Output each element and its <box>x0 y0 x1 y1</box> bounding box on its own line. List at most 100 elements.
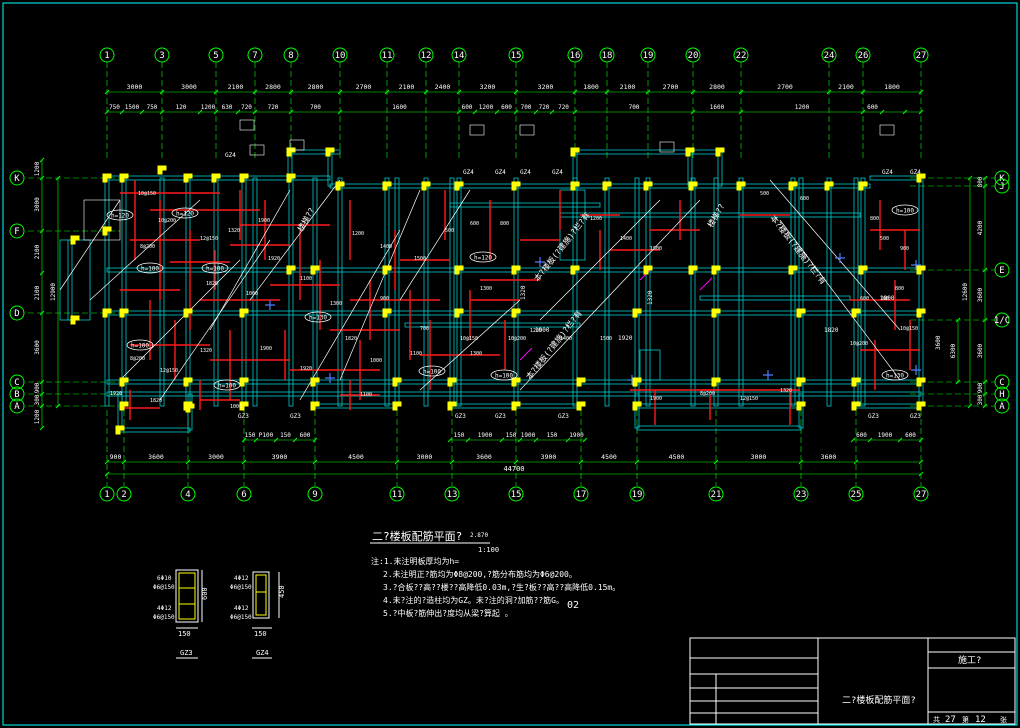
axis-top-10-label: 10 <box>335 51 346 61</box>
dim-bottom-1-tick <box>513 459 519 465</box>
rebar-size-label: 1100 <box>410 351 422 357</box>
dim-bottom-1-tick <box>241 459 247 465</box>
rebar-size-label: 600 <box>800 196 809 202</box>
rebar-size-label: 900 <box>900 246 909 252</box>
axis-bottom-9-circle <box>307 486 323 502</box>
dim-top-2-tick <box>235 109 241 115</box>
dim-top-1-tick <box>288 89 294 95</box>
opening-diagonal <box>399 189 471 301</box>
dim-bottom-1-tick <box>798 459 804 465</box>
dim-bottom-small-3-tick <box>241 437 247 443</box>
column-gz <box>286 265 296 275</box>
dim-left-overall-tick <box>55 403 61 409</box>
rebar-size-label: 1500 <box>414 256 426 262</box>
column-gz <box>447 401 457 411</box>
side-dim-label: 1320 <box>647 290 654 305</box>
structural-columns <box>70 147 926 435</box>
tb-page: 12 <box>975 715 986 725</box>
opening-diagonal <box>159 239 271 401</box>
axis-left-D-label: D <box>14 309 19 319</box>
rebar-size-label: 1000 <box>230 404 242 410</box>
dim-bottom-small-1-tick <box>447 437 453 443</box>
axis-bottom-6-label: 6 <box>241 490 246 500</box>
dim-left-text: 900 <box>34 382 41 393</box>
wall-h <box>404 322 581 328</box>
dim-right-tick <box>982 175 988 181</box>
dim-top-2-text: 1600 <box>710 104 725 111</box>
dim-right-tick <box>982 379 988 385</box>
rebar-size-label: 8@200 <box>130 356 145 362</box>
blue-marker <box>535 257 545 267</box>
dim-left-tick <box>39 425 45 431</box>
wall-v <box>860 177 866 407</box>
dim-top-1-tick <box>456 89 462 95</box>
dim-top-1-text: 2800 <box>265 83 281 91</box>
column-gz <box>916 308 926 318</box>
dim-left-tick <box>39 403 45 409</box>
axis-left-K-circle <box>9 170 25 186</box>
detail-box <box>249 144 265 156</box>
dim-top-2-tick <box>690 109 696 115</box>
axis-top-12-circle <box>418 47 434 63</box>
column-gz <box>570 181 580 191</box>
column-gz <box>454 181 464 191</box>
dim-top-1-tick <box>690 89 696 95</box>
dim-top-2-tick <box>288 109 294 115</box>
opening-diagonal <box>419 299 521 391</box>
dim-top-2-tick <box>513 109 519 115</box>
rebar-size-label: 1400 <box>620 236 632 242</box>
slab-tag-text: h=130 <box>309 315 327 322</box>
column-gz <box>115 425 125 435</box>
rebar-size-label: 1320 <box>200 348 212 354</box>
dim-top-2-tick <box>252 109 258 115</box>
slab-tag-text: h=100 <box>218 383 236 390</box>
dim-bottom-small-2-tick <box>867 437 873 443</box>
axis-bottom-23-label: 23 <box>796 490 807 500</box>
gz4-width: 150 <box>254 630 267 638</box>
note-5: 5.?中板?筋伸出?度均从梁?算起 。 <box>383 608 513 618</box>
drawing-title: 二?楼板配筋平面? <box>372 529 462 543</box>
dim-bottom-1-tick <box>449 459 455 465</box>
axis-bottom-9-label: 9 <box>312 490 317 500</box>
dim-bottom-small-1-text: 150 <box>547 432 558 439</box>
slab-tag-ellipse <box>136 262 164 274</box>
gz4-stirrup <box>255 574 267 616</box>
dim-top-2-tick <box>549 109 555 115</box>
column-gz <box>102 308 112 318</box>
axis-top-19-circle <box>640 47 656 63</box>
wall-v <box>690 177 696 407</box>
rebar-size-label: 10@200 <box>508 336 526 342</box>
axis-top-3-circle <box>154 47 170 63</box>
column-gz <box>286 173 296 183</box>
gz4-stirrup-top: Φ6@150 <box>230 584 252 591</box>
column-gz <box>788 265 798 275</box>
hatch-mark <box>699 277 713 291</box>
column-gz <box>796 308 806 318</box>
column-gz <box>70 315 80 325</box>
dim-top-1-text: 1800 <box>884 83 900 91</box>
axis-top-20-label: 20 <box>688 51 699 61</box>
tb-label-top: 施工? <box>958 654 981 666</box>
slab-tag-ellipse <box>490 369 518 381</box>
rebar-size-label: 1000 <box>246 291 258 297</box>
dim-top-1-tick <box>337 89 343 95</box>
title-block-frame <box>689 637 1016 725</box>
slab-tag-ellipse <box>126 339 154 351</box>
opening-diagonal <box>339 189 421 381</box>
axis-top-10-circle <box>332 47 348 63</box>
rebar-size-label: 1200 <box>352 231 364 237</box>
dim-left-tick <box>39 379 45 385</box>
axis-top-15-label: 15 <box>511 51 522 61</box>
dim-bottom-1-text: 3900 <box>541 453 557 461</box>
rebar-size-label: 10@200 <box>850 341 868 347</box>
general-notes: 注:1.未注明板厚均为h= 2.未注明正?筋均为Φ8@200,?筋分布筋均为Φ6… <box>371 556 620 618</box>
dim-top-1-tick <box>252 89 258 95</box>
column-gz <box>643 265 653 275</box>
opening-diagonal <box>779 219 901 381</box>
rebar-size-label: 1820 <box>150 398 162 404</box>
rebar-size-label: 1900 <box>260 346 272 352</box>
dim-top-1-tick <box>213 89 219 95</box>
column-gz <box>119 173 129 183</box>
dim-bottom-small-2-tick <box>850 437 856 443</box>
